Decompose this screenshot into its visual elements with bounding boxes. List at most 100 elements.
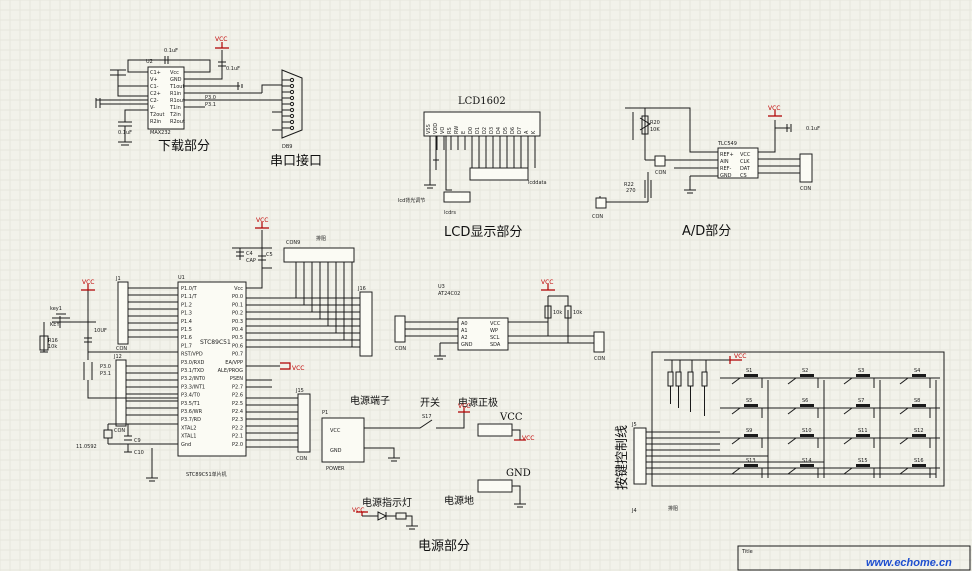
keypad-frame bbox=[651, 351, 945, 487]
header-label: J16 bbox=[357, 286, 366, 292]
power-ground-label: 电源地 bbox=[444, 494, 474, 507]
mcu-pin-label: P2.7 bbox=[232, 384, 243, 390]
mcu-pin-label: PSEN bbox=[230, 376, 243, 382]
mcu-pin-label: XTAL1 bbox=[181, 434, 196, 440]
vcc-symbol bbox=[541, 284, 555, 291]
con-label: CON bbox=[594, 356, 605, 362]
lcd-pin-label: D3 bbox=[489, 127, 495, 134]
db9-pin bbox=[289, 101, 295, 107]
con-label: CON bbox=[116, 346, 127, 352]
res-value: 10k bbox=[553, 310, 562, 316]
lcd-ctrl-header bbox=[443, 191, 471, 203]
vcc-symbol bbox=[356, 511, 368, 516]
key-button bbox=[744, 374, 758, 377]
net-p30: P3.0 bbox=[100, 364, 111, 370]
key-button bbox=[912, 374, 926, 377]
pin-label: R1out bbox=[170, 98, 185, 104]
mcu-pin-label: P3.5/T1 bbox=[181, 401, 200, 407]
con-label: CON bbox=[296, 456, 307, 462]
cap-value: 0.1uF bbox=[806, 126, 820, 132]
eeprom-ref: U3 bbox=[438, 284, 445, 290]
reset-key bbox=[52, 313, 70, 319]
mcu-pin-label: RST/VPD bbox=[181, 352, 203, 358]
key-label: S13 bbox=[746, 458, 756, 464]
key-lead bbox=[899, 437, 909, 445]
mcu-pin-label: P1.3 bbox=[181, 311, 192, 317]
header-label: J15 bbox=[295, 388, 304, 394]
lcd-pin-label: K bbox=[531, 130, 537, 134]
con-label: CON bbox=[800, 186, 811, 192]
max232-chip bbox=[147, 66, 185, 130]
key-lead bbox=[787, 467, 797, 475]
power-section: 电源端子 VCC GND P1 POWER 开关 S17 电源正极 VCC VC… bbox=[321, 394, 534, 554]
key-label: S12 bbox=[914, 428, 924, 434]
mcu-pin-label: P3.4/T0 bbox=[181, 393, 200, 399]
mcu-pin-label: EA/VPP bbox=[225, 360, 243, 366]
lcd-title: LCD1602 bbox=[458, 96, 506, 107]
vcc-net-label: VCC bbox=[499, 412, 523, 423]
mcu-p2-wires bbox=[246, 365, 298, 448]
cap-label: C9 bbox=[134, 438, 141, 444]
gnd-header-wire bbox=[512, 485, 526, 508]
net-p31: P3.1 bbox=[100, 371, 111, 377]
eeprom-addr-header bbox=[394, 315, 406, 343]
mcu-decoupling bbox=[232, 230, 272, 282]
serial-section: DB9 串口接口 bbox=[261, 69, 322, 169]
max232-c2 bbox=[95, 98, 148, 108]
download-section: U2 MAX232 C1+ V+ C1- C2+ C2- V- T2out R2… bbox=[95, 36, 262, 154]
key-lead bbox=[731, 437, 741, 445]
lcd-gnd bbox=[424, 136, 436, 189]
vcc-label: VCC bbox=[292, 365, 304, 372]
p2-header bbox=[297, 393, 311, 453]
mcu-pin-label: P1.0/T bbox=[181, 286, 198, 292]
pin-label: R2in bbox=[150, 119, 161, 125]
crystal-value: 11.0592 bbox=[76, 444, 97, 450]
mcu-pin-label: P0.2 bbox=[232, 311, 243, 317]
power-connector bbox=[321, 417, 365, 463]
res-value: 10k bbox=[48, 344, 57, 350]
mcu-vcc-wire bbox=[246, 282, 263, 289]
pin-label: WP bbox=[490, 328, 498, 334]
mcu-pin-label: P2.2 bbox=[232, 425, 243, 431]
pot-ref: R20 bbox=[650, 120, 660, 126]
vcc-symbol bbox=[280, 362, 291, 370]
crystal bbox=[103, 429, 113, 439]
pullup-res bbox=[564, 305, 572, 319]
key-label: S3 bbox=[858, 368, 864, 374]
mcu-pin-label: Vcc bbox=[234, 286, 243, 292]
db9-pin bbox=[289, 113, 295, 119]
key-label: S1 bbox=[746, 368, 752, 374]
mcu-pin-label: P3.3/INT1 bbox=[181, 384, 205, 390]
pullup-res bbox=[544, 305, 552, 319]
adc-conn bbox=[654, 155, 666, 167]
mcu-pin-label: P3.2/INT0 bbox=[181, 376, 205, 382]
eeprom-right-wires bbox=[508, 295, 594, 344]
vcc-symbol bbox=[81, 284, 95, 291]
header-label: P1 bbox=[322, 410, 328, 416]
keypad-header bbox=[633, 427, 647, 485]
power-positive-label: 电源正极 bbox=[458, 396, 498, 409]
keypad-pullup-res bbox=[701, 371, 708, 387]
lcd-module bbox=[423, 111, 541, 137]
pin-label: REF- bbox=[720, 166, 732, 172]
section-title-lcd: LCD显示部分 bbox=[444, 225, 522, 240]
pin-label: VCC bbox=[740, 152, 751, 158]
key-lead bbox=[899, 407, 909, 415]
con-label: CON bbox=[395, 346, 406, 352]
key-button bbox=[856, 374, 870, 377]
lcd-ctrl-wire bbox=[445, 136, 452, 191]
key-label: S5 bbox=[746, 398, 752, 404]
vcc-label: VCC bbox=[522, 435, 534, 442]
key-label: KEY bbox=[50, 322, 60, 328]
key-button bbox=[912, 404, 926, 407]
pull-label: 排阻 bbox=[316, 235, 326, 242]
mcu-pin-label: P0.7 bbox=[232, 352, 243, 358]
db9-pin bbox=[289, 119, 295, 125]
key-button bbox=[912, 464, 926, 467]
lcd-pin-label: D5 bbox=[503, 127, 509, 134]
crystal-circuit bbox=[107, 423, 178, 482]
key-lead bbox=[843, 407, 853, 415]
